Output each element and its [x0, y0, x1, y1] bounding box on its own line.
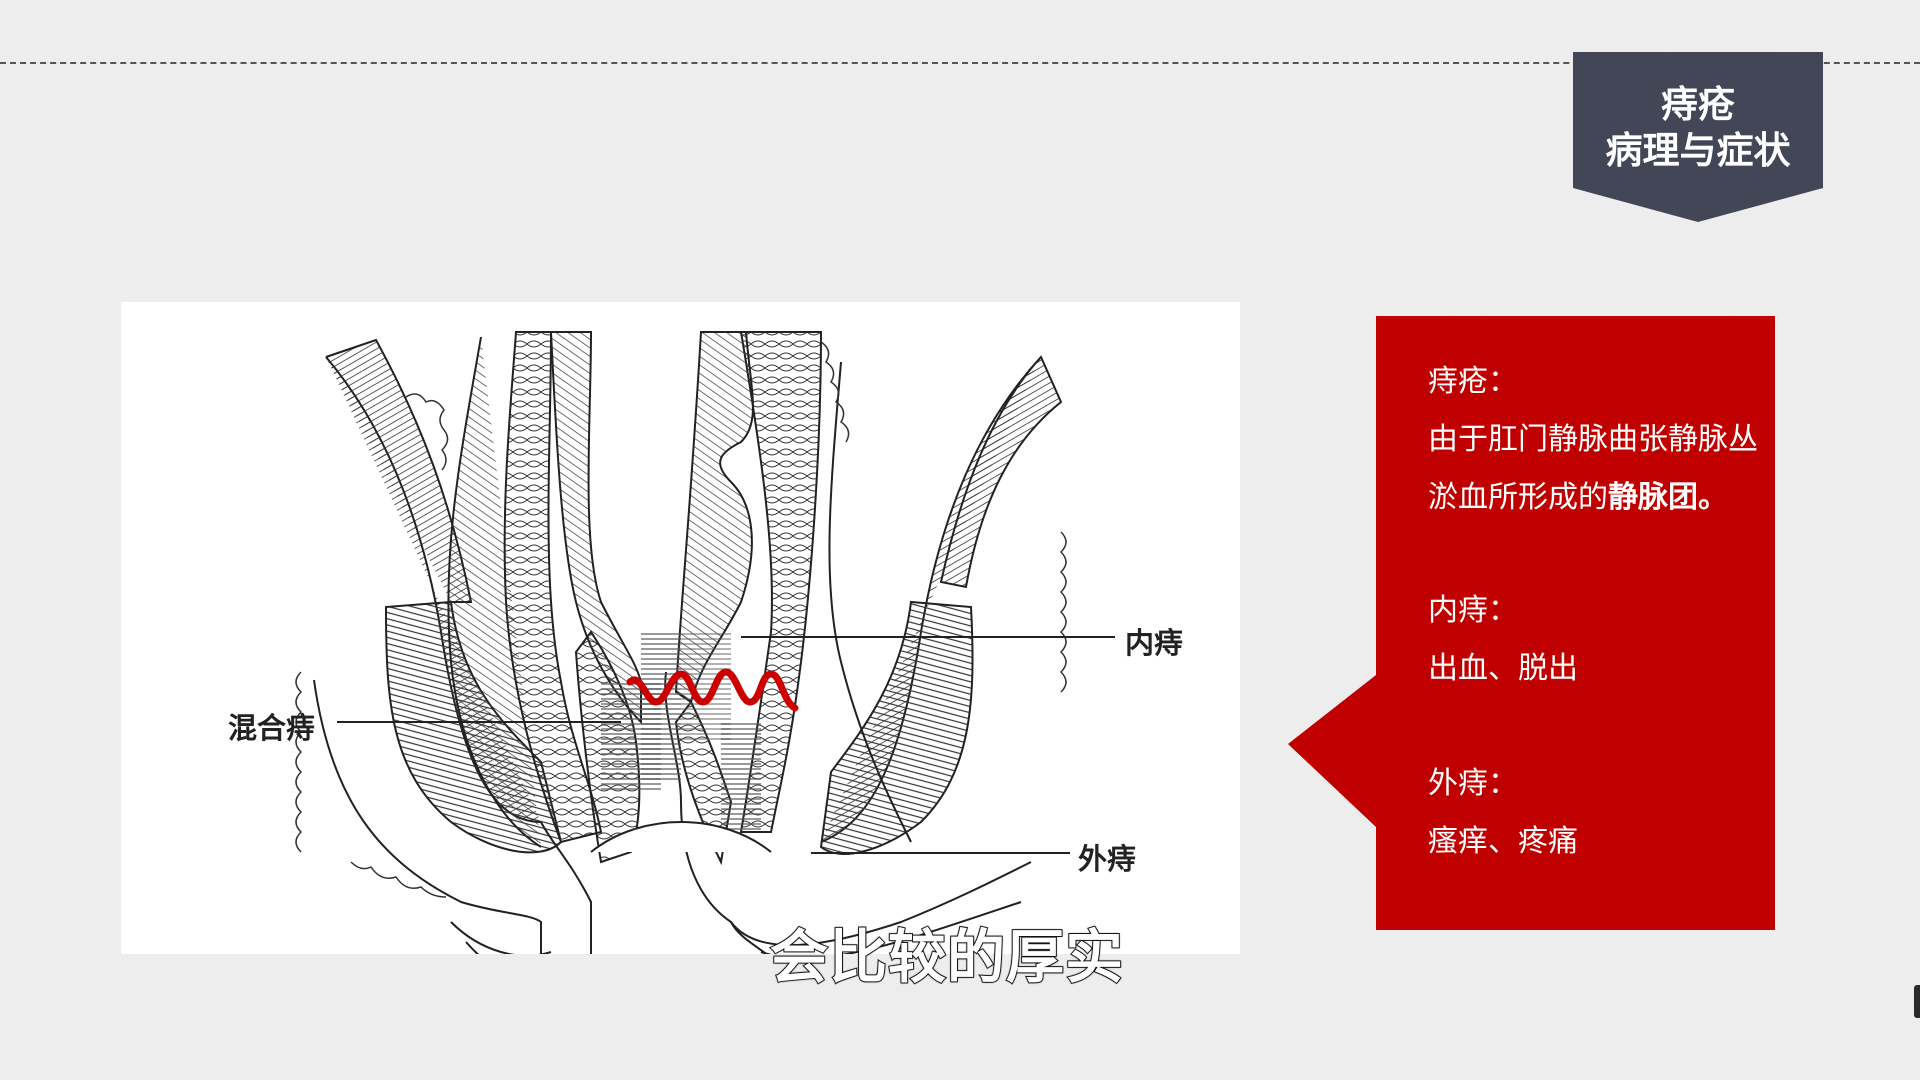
- definition-prefix: 淤血所形成的: [1428, 480, 1608, 515]
- right-wall: [664, 331, 1063, 954]
- side-drag-handle[interactable]: [1914, 985, 1920, 1018]
- badge-title-line1: 痔疮: [1661, 83, 1735, 126]
- label-external-hemorrhoid: 外痔: [1078, 842, 1137, 876]
- internal-symptoms: 出血、脱出: [1428, 651, 1578, 686]
- left-wall: [313, 331, 642, 954]
- anatomy-figure: 混合痔 内痔 外痔: [121, 302, 1240, 954]
- video-subtitle: 会比较的厚实: [769, 922, 1125, 992]
- hemorrhoid-heading: 痔疮：: [1428, 364, 1518, 399]
- definition-callout: 痔疮： 由于肛门静脉曲张静脉丛 淤血所形成的静脉团。 内痔： 出血、脱出 外痔：…: [1288, 316, 1775, 930]
- external-symptoms: 瘙痒、疼痛: [1428, 824, 1578, 859]
- header-dashed-divider: [0, 62, 1920, 64]
- badge-shape: [1573, 52, 1823, 222]
- right-fat: [820, 341, 1067, 693]
- badge-title-line2: 病理与症状: [1605, 129, 1791, 172]
- anal-canal-diagram: [295, 331, 1115, 954]
- section-badge: 痔疮 病理与症状: [1573, 52, 1823, 222]
- label-mixed-hemorrhoid: 混合痔: [228, 711, 316, 745]
- hemorrhoid-definition-line1: 由于肛门静脉曲张静脉丛: [1428, 422, 1758, 457]
- label-internal-hemorrhoid: 内痔: [1125, 626, 1184, 660]
- callout-shape: [1288, 316, 1775, 930]
- hemorrhoid-definition-line2: 淤血所形成的静脉团。: [1428, 478, 1728, 518]
- annotation-squiggle: [626, 668, 799, 712]
- definition-emphasis: 静脉团。: [1608, 480, 1728, 515]
- badge-title: 痔疮 病理与症状: [1573, 82, 1823, 174]
- external-heading: 外痔：: [1428, 766, 1518, 801]
- left-fat: [295, 393, 449, 898]
- internal-heading: 内痔：: [1428, 593, 1518, 628]
